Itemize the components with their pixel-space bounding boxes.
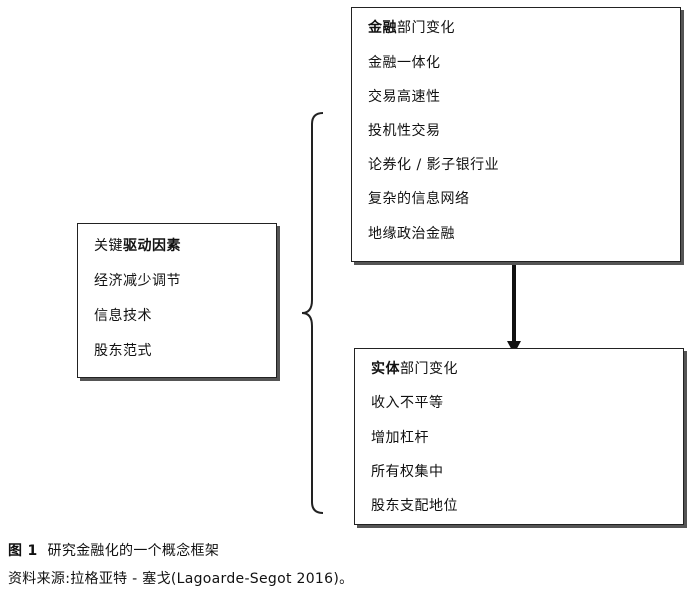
arrowhead-down xyxy=(507,341,521,354)
source-caption: 资料来源:拉格亚特 - 塞戈(Lagoarde-Segot 2016)。 xyxy=(8,571,354,587)
financial-item: 交易高速性 xyxy=(368,89,441,105)
financial-item: 论券化 / 影子银行业 xyxy=(368,157,500,173)
real-sector-box: 实体部门变化 收入不平等 增加杠杆 所有权集中 股东支配地位 xyxy=(354,348,684,525)
real-item: 增加杠杆 xyxy=(371,430,429,446)
key-drivers-title: 关键驱动因素 xyxy=(94,238,181,254)
financial-item: 地缘政治金融 xyxy=(368,226,455,242)
driver-item: 经济减少调节 xyxy=(94,273,181,289)
financial-item: 投机性交易 xyxy=(368,123,441,139)
financial-sector-box: 金融部门变化 金融一体化 交易高速性 投机性交易 论券化 / 影子银行业 复杂的… xyxy=(351,7,681,262)
financial-item: 复杂的信息网络 xyxy=(368,191,470,207)
real-sector-title: 实体部门变化 xyxy=(371,361,458,377)
real-item: 所有权集中 xyxy=(371,464,444,480)
figure-number: 图 1 xyxy=(8,543,38,559)
financial-item: 金融一体化 xyxy=(368,55,441,71)
driver-item: 信息技术 xyxy=(94,308,152,324)
real-item: 股东支配地位 xyxy=(371,498,458,514)
driver-item: 股东范式 xyxy=(94,343,152,359)
financial-sector-title: 金融部门变化 xyxy=(368,20,455,36)
curly-brace xyxy=(301,112,324,514)
real-item: 收入不平等 xyxy=(371,395,444,411)
key-drivers-box: 关键驱动因素 经济减少调节 信息技术 股东范式 xyxy=(77,223,277,378)
figure-title: 研究金融化的一个概念框架 xyxy=(47,543,220,559)
figure-caption: 图 1 研究金融化的一个概念框架 xyxy=(8,542,219,560)
